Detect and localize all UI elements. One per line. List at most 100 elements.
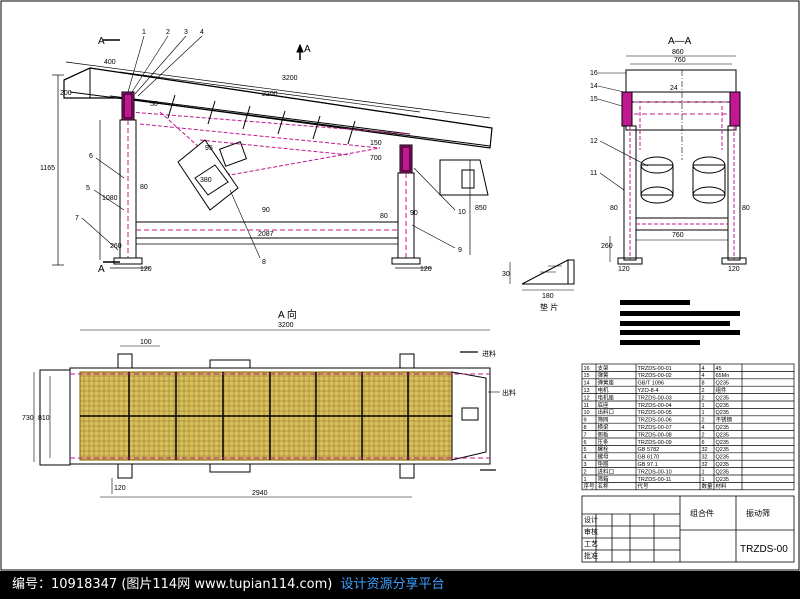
callout-2: 2 xyxy=(166,29,170,36)
bom-cell: 侧板 xyxy=(598,430,610,438)
bom-cell: GB 5782 xyxy=(638,447,660,453)
end-callout-11: 11 xyxy=(590,170,597,177)
bom-cell: 8 xyxy=(702,381,705,387)
end-dim-top2: 760 xyxy=(674,57,686,64)
redacted-notes xyxy=(620,300,740,345)
dim-d: 700 xyxy=(370,155,382,162)
dim-small: 95 xyxy=(205,145,213,152)
bom-cell: 16 xyxy=(584,366,590,372)
bom-cell: YZO-8-4 xyxy=(638,388,659,394)
bom-cell: 6 xyxy=(702,440,705,446)
bom-cell: 32 xyxy=(702,447,708,453)
wedge-label: 垫 片 xyxy=(540,302,558,312)
plan-dim-top-a: 100 xyxy=(140,339,152,346)
plan-view xyxy=(33,329,500,498)
bom-cell: 4 xyxy=(702,425,705,431)
dim-frame-h: 1080 xyxy=(102,195,118,202)
dim-g: 260 xyxy=(110,243,122,250)
bom-cell: 15 xyxy=(584,373,590,379)
bom-cell: TRZDS-00-04 xyxy=(638,403,672,409)
bom-cell: Q235 xyxy=(716,447,729,453)
end-view xyxy=(597,55,747,265)
plan-callout-outlet: 出料 xyxy=(502,388,516,397)
bom-cell: Q235 xyxy=(716,432,729,438)
end-dim-right: 80 xyxy=(742,205,750,212)
end-dim-base: 760 xyxy=(672,232,684,239)
dim-e: 150 xyxy=(370,140,382,147)
bom-cell: 电机 xyxy=(598,386,610,394)
sign-row-1: 设计 xyxy=(584,515,598,524)
bom-cell: 1 xyxy=(702,403,705,409)
end-callout-14: 14 xyxy=(590,83,598,90)
bom-cell: 2 xyxy=(584,469,587,475)
dim-foot-l: 120 xyxy=(140,266,152,273)
bom-cell: 10 xyxy=(584,410,590,416)
section-mark-left: A xyxy=(98,36,105,47)
bom-cell: Q235 xyxy=(716,395,729,401)
title-block-text: 组合件 振动筛 TRZDS-00 设计 审核 工艺 批准 xyxy=(584,508,788,560)
dim-foot-r: 120 xyxy=(420,266,432,273)
bom-cell: 45 xyxy=(716,366,722,372)
plan-view-labels: A 向 3200 2940 730 810 100 120 出料 进料 xyxy=(22,308,516,497)
end-dim-inner: 24 xyxy=(670,85,678,92)
dim-c: 90 xyxy=(262,207,270,214)
bom-cell: 压条 xyxy=(598,438,610,446)
bom-cell: 电机座 xyxy=(598,393,615,401)
bom-header-cell: 材料 xyxy=(716,482,728,490)
bom-cell: 4 xyxy=(702,366,705,372)
end-foot-l: 120 xyxy=(618,266,630,273)
dim-f: 850 xyxy=(475,205,487,212)
wedge-detail xyxy=(509,259,575,291)
bom-cell: Q235 xyxy=(716,381,729,387)
plan-dim-left1: 730 xyxy=(22,415,34,422)
end-dim-height: 260 xyxy=(601,243,613,250)
dim-left-h: 200 xyxy=(60,90,72,97)
callout-5: 5 xyxy=(86,185,90,192)
end-dim-left: 80 xyxy=(610,205,618,212)
watermark-footer: 编号：10918347 (图片114网 www.tupian114.com) 设… xyxy=(0,571,800,599)
section-mark-left-bottom: A xyxy=(98,264,105,275)
wedge-dim-h: 30 xyxy=(502,271,510,278)
dim-motor: 380 xyxy=(200,177,212,184)
bom-cell: 出料口 xyxy=(598,408,615,416)
bom-cell: TRZDS-00-03 xyxy=(638,395,672,401)
plan-view-title: A 向 xyxy=(278,308,297,321)
bom-cell: 6 xyxy=(584,440,587,446)
dim-a: 80 xyxy=(140,184,148,191)
dim-inner: 2200 xyxy=(262,91,278,98)
footer-site-link[interactable]: (图片114网 www.tupian114.com) xyxy=(121,577,333,592)
bom-cell: Q235 xyxy=(716,477,729,483)
plan-dim-base: 2940 xyxy=(252,490,268,497)
bom-header-cell: 数量 xyxy=(702,482,714,490)
bom-cell: 3 xyxy=(584,462,587,468)
bom-cell: 32 xyxy=(702,455,708,461)
bom-cell: TRZDS-00-10 xyxy=(638,469,672,475)
callout-9: 9 xyxy=(458,247,462,254)
bom-cell: 2 xyxy=(702,395,705,401)
bom-cell: 底座 xyxy=(598,401,610,409)
callout-6: 6 xyxy=(89,153,93,160)
view-arrow-a: A xyxy=(304,44,311,55)
dim-base: 2087 xyxy=(258,231,274,238)
bom-cell: 组件 xyxy=(716,386,728,394)
bom-cell: 14 xyxy=(584,381,590,387)
footer-id: 编号：10918347 xyxy=(12,577,118,592)
end-callout-15: 15 xyxy=(590,96,598,103)
end-callout-16: 16 xyxy=(590,70,598,77)
bom-header-cell: 名称 xyxy=(598,482,610,490)
plan-dim-side: 120 xyxy=(114,485,126,492)
bom-cell: 5 xyxy=(584,447,587,453)
end-view-title: A—A xyxy=(668,36,692,47)
bom-cell: 进料口 xyxy=(598,467,615,475)
bom-cell: Q235 xyxy=(716,403,729,409)
bom-cell: 横梁 xyxy=(598,423,610,431)
bom-cell: Q235 xyxy=(716,455,729,461)
wedge-dim-w: 180 xyxy=(542,293,554,300)
bom-cell: TRZDS-00-09 xyxy=(638,440,672,446)
sign-row-4: 批准 xyxy=(584,551,598,560)
bom-cell: 筛箱 xyxy=(598,475,610,483)
bom-cell: 11 xyxy=(584,403,590,409)
title-block-title: 振动筛 xyxy=(746,508,770,518)
bom-cell: Q235 xyxy=(716,425,729,431)
